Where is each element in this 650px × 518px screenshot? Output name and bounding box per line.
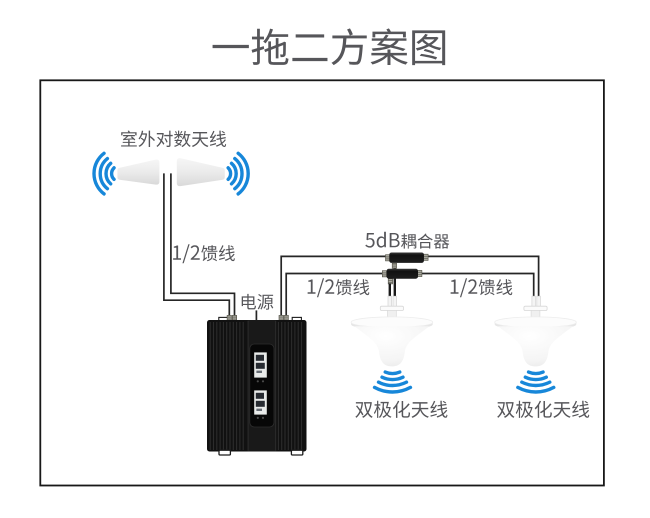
connector-nut: [417, 270, 423, 277]
mount-foot-left: [218, 449, 232, 456]
coupler-bar-top: [389, 252, 424, 263]
antenna-disc-top: [494, 316, 577, 328]
label-glyphs: [241, 293, 274, 310]
connector-nut: [385, 254, 390, 262]
antenna-disc-top: [350, 316, 434, 328]
connector-nut: [381, 270, 387, 278]
indoor-antenna-1-label: [355, 400, 448, 418]
indoor-antenna-1: [350, 295, 448, 418]
signal-waves-down-icon-2: [516, 370, 556, 394]
connector-nut: [232, 315, 238, 321]
label-glyphs: [497, 400, 590, 418]
signal-arcs: [516, 370, 556, 394]
antenna-flange: [523, 305, 548, 311]
device-display-2: [254, 390, 267, 419]
feeder-label-left: [173, 244, 235, 264]
label-glyphs: [173, 244, 235, 264]
jumper-cable-top: [280, 255, 386, 316]
branch-cable-bottom: [421, 272, 535, 297]
power-label: [241, 293, 274, 310]
jumper-cable-bottom: [285, 272, 383, 316]
indoor-antenna-2-label: [497, 400, 590, 418]
connector-nut: [226, 315, 232, 321]
feeder-label-middle: [307, 278, 370, 298]
label-glyphs: [450, 278, 513, 298]
antenna-cone: [354, 326, 430, 367]
diagram-border: [39, 79, 605, 487]
feeder-cables-left: [163, 173, 236, 316]
feeder-cable-outer: [163, 173, 231, 316]
signal-arcs: [92, 151, 116, 196]
signal-arcs: [226, 151, 250, 196]
antenna-lobe-right: [176, 158, 225, 187]
connector-nut: [391, 262, 397, 269]
mount-foot-right: [290, 449, 304, 456]
signal-waves-left-icon: [92, 151, 116, 196]
signal-arcs: [372, 370, 413, 394]
connector-nut: [387, 278, 393, 285]
label-glyphs: [307, 278, 370, 298]
jumper-cables-right: [280, 255, 540, 316]
antenna-flange: [379, 305, 404, 311]
antenna-lobe-left: [117, 159, 160, 185]
outdoor-antenna-label: [121, 130, 227, 148]
indoor-antenna-2: [494, 295, 590, 418]
page-title: [212, 28, 446, 66]
outdoor-antenna: [92, 130, 250, 196]
feeder-cable-inner: [170, 173, 236, 316]
connector-nut: [423, 253, 429, 261]
label-glyphs: [121, 130, 227, 148]
label-glyphs: [365, 231, 450, 249]
repeater-device: [207, 315, 307, 456]
branch-cable-top: [428, 255, 540, 297]
heat-sink-fins-left: [209, 322, 244, 450]
device-display-1: [254, 352, 267, 383]
signal-waves-right-icon: [226, 151, 250, 196]
feeder-label-right: [450, 278, 513, 298]
antenna-cone: [498, 326, 573, 367]
coupler-bar-bottom: [386, 268, 418, 279]
label-glyphs: [212, 28, 446, 66]
coupler: [365, 231, 450, 297]
coupler-label: [365, 231, 450, 249]
signal-waves-down-icon-1: [372, 370, 413, 394]
connector-nut: [278, 315, 284, 321]
label-glyphs: [355, 400, 448, 418]
connector-nut: [283, 315, 289, 321]
